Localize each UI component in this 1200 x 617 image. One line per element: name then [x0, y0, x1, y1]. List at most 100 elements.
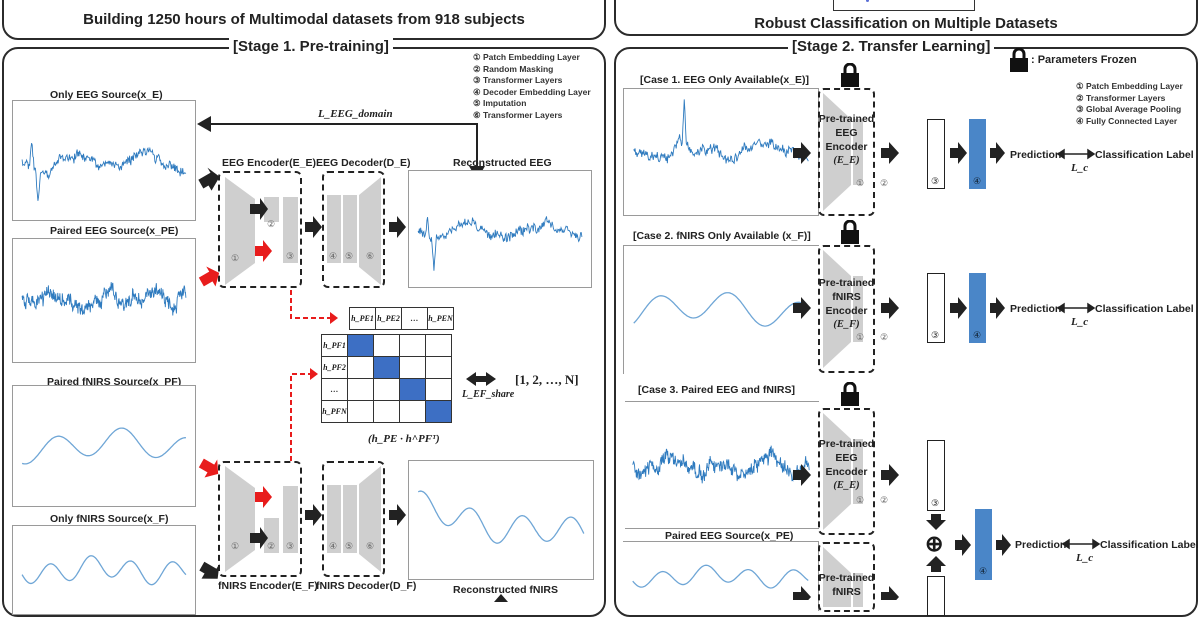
case3-divider: [625, 401, 819, 402]
decoder-transformer-block: [359, 466, 381, 572]
matrix-caption: (h_PE · h^PFᵀ): [368, 433, 440, 445]
paired-fnirs-signal: [12, 385, 196, 507]
encoder-line: EEG: [835, 452, 858, 464]
matrix-cell: [347, 400, 374, 423]
case1-prediction: Prediction: [1010, 149, 1062, 161]
matrix-cell: [347, 356, 374, 379]
encoder-line: Pre-trained: [818, 438, 875, 450]
fnirs-waveform: [623, 542, 818, 611]
encoder-line: Encoder: [825, 305, 868, 317]
only-fnirs-signal: [12, 525, 196, 615]
transformer-block: [283, 486, 298, 553]
stage2-legend: ① Patch Embedding Layer ② Transformer La…: [1076, 81, 1183, 127]
fnirs-waveform: [624, 246, 819, 374]
only-fnirs-source-label: Only fNIRS Source(x_F): [50, 513, 169, 525]
patch-embedding-block: [823, 413, 863, 530]
matrix-cell: [373, 334, 400, 357]
case2-classification-label: Classification Label: [1095, 303, 1194, 315]
matrix-col-header: h_PE2: [375, 307, 402, 330]
matrix-row-header: h_PF2: [321, 356, 348, 379]
transformer-block: [283, 197, 298, 263]
eeg-waveform: [13, 239, 195, 362]
case3-paired-source-label: Paired EEG Source(x_PE): [665, 530, 794, 542]
patch-embedding-block: [823, 93, 863, 211]
encoder-line: EEG: [835, 127, 858, 139]
reconstructed-fnirs-label: Reconstructed fNIRS: [453, 584, 559, 596]
up-arrow-icon: [494, 594, 508, 602]
signal-trace: [634, 293, 810, 326]
signal-trace: [22, 143, 186, 201]
signal-trace: [22, 556, 186, 585]
signal-trace: [633, 565, 809, 588]
case1-encoder-box: [818, 88, 875, 216]
eeg-encoder-label: EEG Encoder(E_E): [222, 157, 316, 169]
lock-icon: [1010, 48, 1028, 72]
reconstructed-eeg-label: Reconstructed EEG: [453, 157, 552, 169]
fnirs-decoder-label: fNIRS Decoder(D_F): [316, 580, 417, 592]
case3-fnirs-encoder-text: Pre-trained fNIRS: [818, 571, 875, 599]
similarity-matrix: h_PF1 h_PF2 … h_PFN: [321, 334, 452, 423]
signal-trace: [634, 99, 809, 163]
block-number: ③: [286, 251, 295, 261]
stage1-legend: ① Patch Embedding Layer ② Random Masking…: [473, 52, 591, 121]
legend-item: ③ Global Average Pooling: [1076, 104, 1182, 114]
case1-loss-c: L_c: [1071, 162, 1089, 174]
fnirs-decoder-box: [322, 461, 385, 577]
block-number: ③: [286, 541, 295, 551]
matrix-row-header: h_PFN: [321, 400, 348, 423]
case2-title: [Case 2. fNIRS Only Available (x_F)]: [633, 230, 811, 242]
block-number: ④: [973, 176, 982, 186]
scatter-plot-thumbnail: [833, 0, 975, 11]
case1-title: [Case 1. EEG Only Available(x_E)]: [640, 74, 810, 86]
matrix-cell: [399, 400, 426, 423]
decoder-embedding-block: [327, 485, 341, 553]
encoder-line: (E_E): [833, 155, 860, 166]
case3-eeg-signal: [623, 402, 819, 527]
block-number: ⑤: [345, 251, 354, 261]
lock-icon: [841, 382, 859, 406]
fnirs-waveform: [409, 461, 593, 579]
legend-item: ⑥ Transformer Layers: [473, 109, 563, 120]
case3-title: [Case 3. Paired EEG and fNIRS]: [638, 384, 795, 396]
block-number: ④: [329, 541, 338, 551]
sum-symbol: ⊕: [925, 531, 944, 556]
matrix-cell-diagonal: [399, 378, 426, 401]
block-number: ①: [856, 332, 865, 342]
gap-layer: [927, 119, 945, 189]
matrix-cell: [425, 356, 452, 379]
encoder-line: fNIRS: [832, 291, 861, 303]
loss-ef-share-label: L_EF_share: [462, 389, 515, 400]
legend-item: ⑤ Imputation: [473, 98, 527, 108]
encoder-line: Pre-trained: [818, 572, 875, 584]
case2-prediction: Prediction: [1010, 303, 1062, 315]
encoder-line: fNIRS: [832, 586, 861, 598]
matrix-cell-diagonal: [425, 400, 452, 423]
patch-embedding-block: [823, 547, 863, 607]
fnirs-encoder-box: [218, 461, 302, 577]
fc-layer: [975, 509, 992, 580]
eeg-waveform: [624, 89, 818, 215]
block-number: ⑥: [366, 541, 375, 551]
legend-item: ④ Decoder Embedding Layer: [473, 86, 591, 97]
block-number: ④: [979, 566, 988, 576]
signal-trace: [633, 446, 809, 484]
matrix-cell: [399, 356, 426, 379]
paired-eeg-signal: [12, 238, 196, 363]
encoder-line: Pre-trained: [818, 277, 875, 289]
imputation-block: [343, 485, 357, 553]
eeg-decoder-box: [322, 171, 385, 288]
gap-layer-eeg: [927, 440, 945, 511]
case2-encoder-box: [818, 245, 875, 373]
block-number: ②: [880, 332, 889, 342]
matrix-cell: [347, 378, 374, 401]
matrix-cell: [399, 334, 426, 357]
legend-item: ③ Transformer Layers: [473, 75, 563, 85]
patch-embedding-block: [225, 466, 255, 572]
block-number: ①: [856, 495, 865, 505]
case3-eeg-encoder-box: [818, 408, 875, 535]
encoder-line: Encoder: [825, 141, 868, 153]
case1-eeg-signal: [623, 88, 819, 216]
matrix-cell-diagonal: [373, 356, 400, 379]
encoder-line: (E_F): [833, 319, 860, 330]
case3-prediction: Prediction: [1015, 539, 1067, 551]
